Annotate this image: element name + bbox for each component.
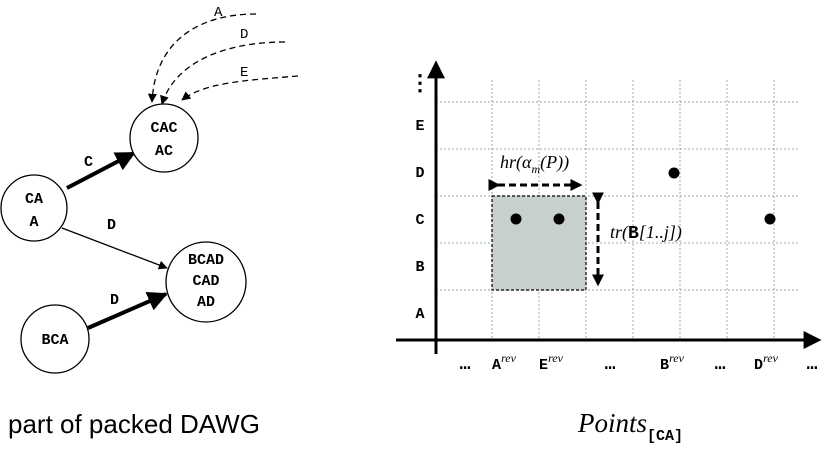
y-label-c: C	[415, 212, 424, 229]
x-label-a-rev: Arev	[492, 351, 517, 374]
node-bca: BCA	[20, 304, 90, 374]
node-cac: CAC AC	[129, 103, 199, 173]
x-label-e-rev: Erev	[539, 351, 564, 374]
edge-label-c: C	[84, 154, 93, 171]
point-e-rev-c	[553, 213, 565, 225]
x-ellipsis-2: …	[605, 355, 616, 375]
node-cac-line-2: AC	[155, 143, 173, 160]
node-ca-line-1: CA	[25, 191, 43, 208]
dawg-diagram: A D E C D D CAC AC CA A BCAD CAD AD BCA	[0, 5, 299, 439]
points-grid: ⋮ E D C B A … Arev Erev … Brev … Drev … …	[396, 60, 822, 445]
dashed-edge-label-a: A	[214, 5, 223, 21]
edge-bca-bcad	[87, 292, 168, 330]
edge-ca-cac	[66, 151, 136, 190]
dawg-caption: part of packed DAWG	[8, 409, 260, 439]
y-label-e: E	[415, 118, 424, 135]
x-label-b-rev: Brev	[660, 351, 685, 374]
y-label-a: A	[415, 306, 424, 323]
point-b-rev-d	[668, 167, 680, 179]
y-label-d: D	[415, 165, 424, 182]
dashed-edge-label-e: E	[240, 65, 248, 81]
dashed-edge-e	[181, 75, 299, 101]
x-label-d-rev: Drev	[754, 351, 779, 374]
node-bcad-line-2: CAD	[192, 273, 219, 290]
grid-lines	[436, 80, 800, 340]
node-bcad: BCAD CAD AD	[165, 241, 247, 323]
y-label-top-ellipsis: ⋮	[409, 72, 431, 97]
node-bcad-line-1: BCAD	[188, 252, 224, 269]
node-bcad-line-3: AD	[197, 294, 215, 311]
x-ellipsis-1: …	[460, 355, 471, 375]
edge-label-d-bold: D	[110, 292, 119, 309]
x-ellipsis-3: …	[715, 355, 726, 375]
node-ca-line-2: A	[29, 214, 38, 231]
point-a-rev-c	[510, 213, 522, 225]
edge-ca-bcad	[61, 227, 168, 270]
dashed-edge-label-d: D	[240, 27, 248, 43]
node-cac-line-1: CAC	[150, 120, 177, 137]
tr-label: tr(B[1..j])	[610, 222, 682, 244]
hr-label: hr(αm(P))	[500, 152, 569, 176]
edge-label-d-thin: D	[107, 217, 116, 234]
query-rectangle	[491, 195, 587, 291]
point-d-rev-c	[764, 213, 776, 225]
dashed-edge-d	[160, 41, 286, 105]
points-caption: Points[CA]	[577, 408, 683, 445]
y-label-b: B	[415, 259, 424, 276]
x-ellipsis-4: …	[807, 355, 818, 375]
dashed-edge-a	[147, 13, 257, 103]
node-ca: CA A	[0, 174, 68, 242]
node-bca-line-1: BCA	[41, 332, 68, 349]
